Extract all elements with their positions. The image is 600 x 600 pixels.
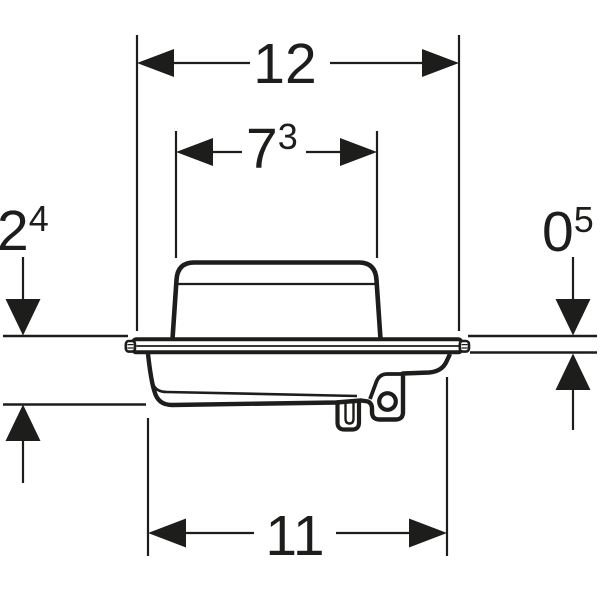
dimension-top-width: [137, 49, 459, 77]
dimension-value: 12: [253, 32, 317, 96]
bowl-inner-line: [151, 383, 358, 398]
dimension-value: 0: [542, 200, 574, 264]
cap-dome: [170, 260, 383, 340]
dimension-right-height-arrows: [555, 257, 591, 430]
dimension-value: 7: [246, 117, 278, 181]
dimension-superscript: 3: [277, 116, 298, 157]
bowl-outline: [145, 353, 452, 422]
dimension-left-depth-arrows: [5, 257, 41, 483]
dimension-superscript: 5: [573, 199, 594, 240]
bracket-crease: [368, 372, 402, 400]
dimension-cap-width: [176, 138, 377, 166]
dimension-superscript: 4: [28, 198, 49, 239]
flange-end-left: [124, 339, 137, 353]
dimension-bottom-width: [148, 518, 447, 548]
drain-body: [124, 260, 471, 432]
clip-pin: [335, 402, 362, 432]
clip-pin-slot: [344, 402, 355, 425]
dimension-value: 11: [265, 504, 325, 568]
bracket-screw-hole: [377, 391, 398, 412]
floor-reference-lines: [3, 334, 597, 406]
dimension-label-top-width: 12: [246, 36, 324, 93]
dimension-label-bottom-width: 11: [256, 508, 334, 565]
flange-end-right: [458, 339, 471, 353]
dimension-value: 2: [0, 199, 29, 263]
